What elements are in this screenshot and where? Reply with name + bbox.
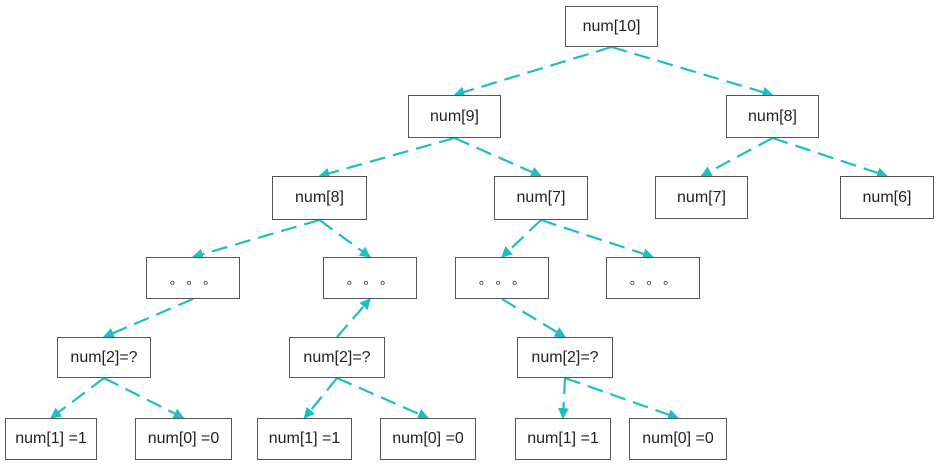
- node-num-2-unknown-3: num[2]=?: [517, 337, 613, 378]
- node-num-1-base-3: num[1] =1: [515, 418, 611, 460]
- node-num-1-base-2: num[1] =1: [257, 418, 352, 460]
- edge-arrow-n8l-to-d1: [191, 218, 320, 260]
- edge-arrow-d1-to-q1: [102, 297, 194, 339]
- edge-arrow-d3-to-q3: [501, 298, 566, 338]
- node-num-1-base-1: num[1] =1: [5, 418, 97, 460]
- node-num-6: num[6]: [840, 176, 934, 219]
- node-num-7-left: num[7]: [494, 176, 588, 220]
- node-ellipsis-4: 。 。 。: [606, 257, 700, 299]
- edge-arrow-n10-to-n8r: [611, 45, 774, 98]
- node-num-2-unknown-2: num[2]=?: [289, 337, 385, 378]
- edge-arrow-n8l-to-d2: [318, 219, 371, 258]
- node-num-0-base-3: num[0] =0: [629, 418, 727, 460]
- edge-arrow-q2-to-d2: [336, 298, 371, 338]
- edge-arrow-q2-to-a2: [303, 377, 338, 419]
- edge-group: [50, 45, 889, 420]
- node-num-10: num[10]: [565, 6, 658, 47]
- node-ellipsis-1: 。 。 。: [146, 257, 240, 299]
- node-num-9: num[9]: [408, 95, 501, 138]
- edge-arrow-n10-to-n9: [453, 45, 612, 98]
- node-num-8-right: num[8]: [726, 95, 819, 138]
- edge-arrow-q1-to-a1: [50, 377, 105, 419]
- edge-arrow-n7a-to-d4: [540, 218, 655, 260]
- node-num-0-base-2: num[0] =0: [380, 418, 476, 460]
- edge-arrow-q1-to-b1: [103, 377, 185, 419]
- node-num-7-right: num[7]: [655, 176, 748, 219]
- edge-arrow-q3-to-b3: [564, 376, 680, 420]
- node-num-0-base-1: num[0] =0: [135, 418, 232, 460]
- edge-arrow-q3-to-a3: [558, 377, 569, 420]
- edge-arrow-q2-to-b2: [336, 376, 430, 420]
- node-num-8-left: num[8]: [272, 176, 367, 220]
- node-ellipsis-3: 。 。 。: [455, 257, 549, 299]
- node-ellipsis-2: 。 。 。: [323, 257, 417, 299]
- edge-arrow-n9-to-n7a: [454, 136, 543, 178]
- node-num-2-unknown-1: num[2]=?: [57, 337, 151, 378]
- edge-arrow-n8r-to-n7b: [700, 137, 774, 177]
- edge-arrow-n9-to-n8l: [318, 136, 455, 179]
- edge-arrow-n8r-to-n6: [772, 136, 889, 179]
- edge-arrow-n7a-to-d3: [501, 219, 542, 258]
